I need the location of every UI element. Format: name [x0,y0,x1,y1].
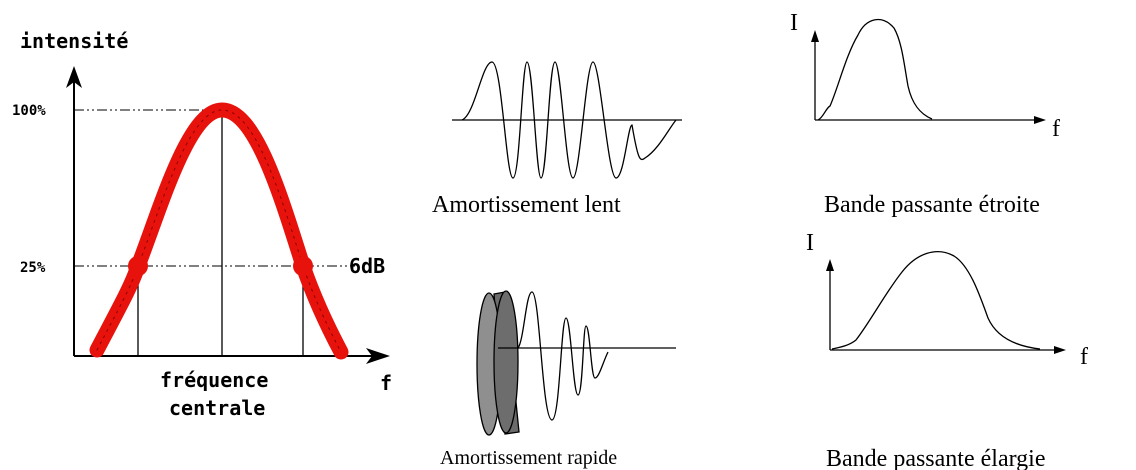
narrow-curve [817,18,933,121]
wide-band-panel: I f Bande passante élargie [806,230,1088,470]
wide-xlabel: f [1080,344,1088,370]
gauss-x-axis-label: f [380,371,392,395]
gauss-tick-25: 25% [20,260,46,276]
wide-ylabel: I [806,230,814,256]
wide-caption: Bande passante élargie [826,446,1045,470]
gauss-y-arrow [66,66,82,88]
narrow-caption: Bande passante étroite [824,192,1040,218]
wide-x-arrow [1054,346,1066,354]
gauss-xlabel-line2: centrale [169,396,265,420]
narrow-x-arrow [1034,116,1046,124]
gauss-db-label: 6dB [349,254,385,278]
gauss-x-arrow [366,348,390,364]
gauss-ylabel: intensité [20,29,128,53]
narrow-xlabel: f [1052,116,1060,142]
narrow-y-arrow [811,30,819,42]
gauss-left-dot [128,256,148,276]
fast-caption: Amortissement rapide [440,447,617,469]
gauss-xlabel-line1: fréquence [160,368,268,392]
wide-y-arrow [826,259,834,271]
narrow-band-panel: I f Bande passante étroite [790,10,1060,218]
slow-damping-panel: Amortissement lent [432,61,682,218]
gauss-tick-100: 100% [12,103,46,119]
gauss-panel: intensité 100% 25% 6dB fréquence central… [12,29,392,420]
fast-cylinder-face [493,290,519,434]
gauss-bell-outline [96,109,342,353]
wide-curve [831,251,1041,350]
gauss-bell-curve [89,102,349,360]
fast-damping-panel: Amortissement rapide [440,290,676,469]
fast-wave [517,291,609,421]
slow-wave [461,61,677,179]
narrow-ylabel: I [790,10,798,36]
slow-caption: Amortissement lent [432,192,621,218]
gauss-right-dot [293,256,313,276]
